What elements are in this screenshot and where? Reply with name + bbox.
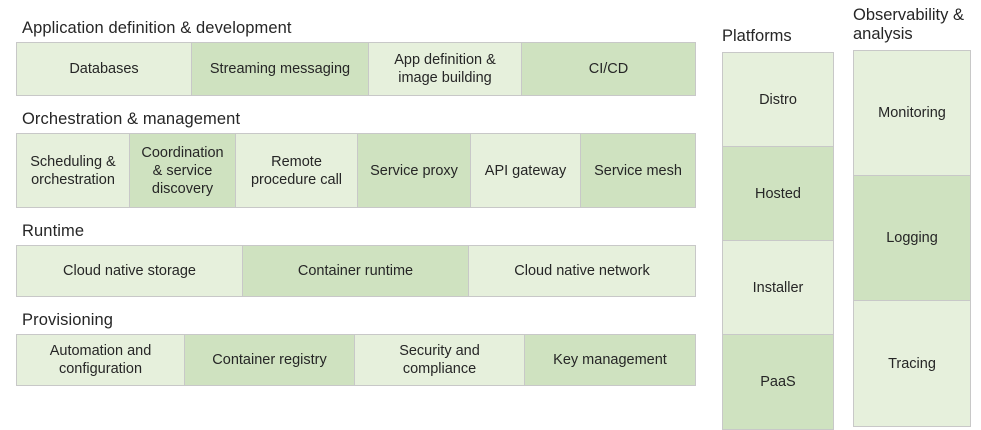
observability-column: Observability & analysis Monitoring Logg… xyxy=(853,6,971,427)
cell-key-management[interactable]: Key management xyxy=(525,335,695,385)
layer-title: Orchestration & management xyxy=(22,110,241,128)
layer-row: Scheduling & orchestration Coordination … xyxy=(16,133,696,208)
cell-tracing[interactable]: Tracing xyxy=(854,301,970,426)
cell-service-proxy[interactable]: Service proxy xyxy=(358,134,471,207)
layer-title: Application definition & development xyxy=(22,19,292,37)
cell-installer[interactable]: Installer xyxy=(723,241,833,335)
cell-container-runtime[interactable]: Container runtime xyxy=(243,246,469,296)
cell-distro[interactable]: Distro xyxy=(723,53,833,147)
cell-container-registry[interactable]: Container registry xyxy=(185,335,355,385)
cell-app-definition-image-building[interactable]: App definition & image building xyxy=(369,43,522,95)
layer-runtime: Runtime Cloud native storage Container r… xyxy=(16,221,696,297)
cell-scheduling-orchestration[interactable]: Scheduling & orchestration xyxy=(17,134,130,207)
cell-api-gateway[interactable]: API gateway xyxy=(471,134,581,207)
cell-logging[interactable]: Logging xyxy=(854,176,970,301)
platforms-box: Distro Hosted Installer PaaS xyxy=(722,52,834,430)
layer-application-definition: Application definition & development Dat… xyxy=(16,18,696,96)
cell-security-and-compliance[interactable]: Security and compliance xyxy=(355,335,525,385)
platforms-column: Platforms Distro Hosted Installer PaaS xyxy=(722,26,834,430)
layer-row: Cloud native storage Container runtime C… xyxy=(16,245,696,297)
layer-orchestration-management: Orchestration & management Scheduling & … xyxy=(16,109,696,208)
cell-hosted[interactable]: Hosted xyxy=(723,147,833,241)
layer-row: Automation and configuration Container r… xyxy=(16,334,696,386)
cell-remote-procedure-call[interactable]: Remote procedure call xyxy=(236,134,358,207)
layer-title: Runtime xyxy=(22,222,85,240)
cell-ci-cd[interactable]: CI/CD xyxy=(522,43,695,95)
cell-cloud-native-network[interactable]: Cloud native network xyxy=(469,246,695,296)
cell-monitoring[interactable]: Monitoring xyxy=(854,51,970,176)
platforms-title: Platforms xyxy=(722,27,792,45)
cell-cloud-native-storage[interactable]: Cloud native storage xyxy=(17,246,243,296)
cell-service-mesh[interactable]: Service mesh xyxy=(581,134,695,207)
layers-column: Application definition & development Dat… xyxy=(16,18,696,399)
cell-databases[interactable]: Databases xyxy=(17,43,192,95)
observability-box: Monitoring Logging Tracing xyxy=(853,50,971,427)
observability-title: Observability & analysis xyxy=(853,6,964,43)
cell-automation-and-configuration[interactable]: Automation and configuration xyxy=(17,335,185,385)
cell-coordination-service-discovery[interactable]: Coordination & service discovery xyxy=(130,134,236,207)
cell-streaming-messaging[interactable]: Streaming messaging xyxy=(192,43,369,95)
cell-paas[interactable]: PaaS xyxy=(723,335,833,429)
layer-row: Databases Streaming messaging App defini… xyxy=(16,42,696,96)
layer-provisioning: Provisioning Automation and configuratio… xyxy=(16,310,696,386)
layer-title: Provisioning xyxy=(22,311,114,329)
